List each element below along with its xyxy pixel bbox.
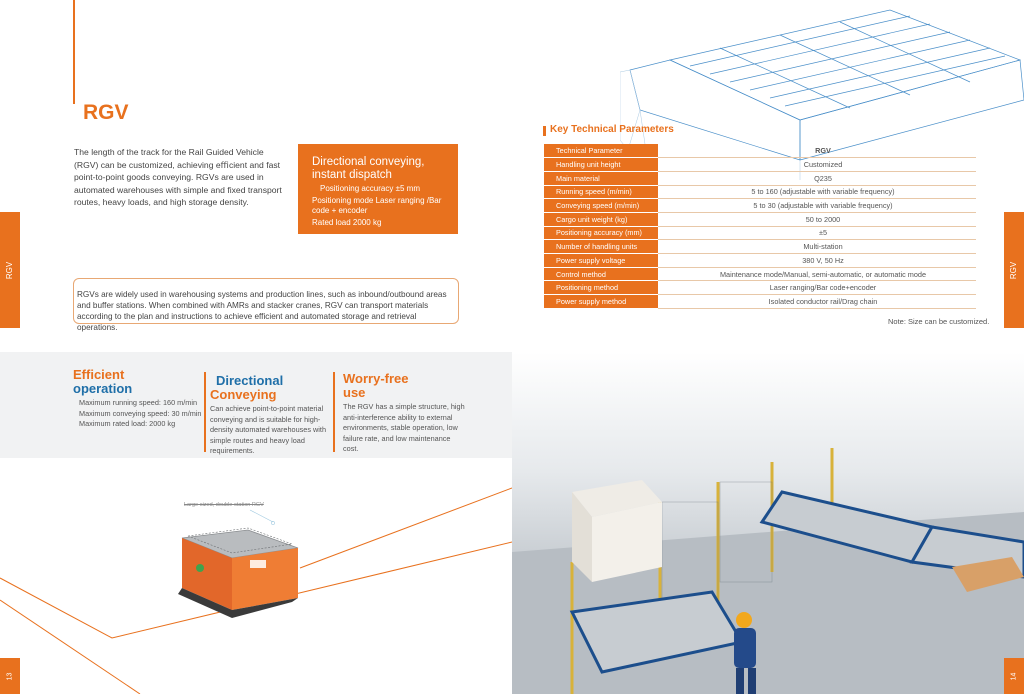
- highlight-line: Positioning accuracy ±5 mm: [320, 184, 420, 193]
- feature-body: Can achieve point-to-point material conv…: [210, 404, 327, 455]
- param-name: Power supply voltage: [544, 253, 658, 268]
- param-name: Main material: [544, 171, 658, 186]
- param-value: 50 to 2000: [658, 212, 976, 227]
- decor-line: [299, 487, 512, 569]
- tech-heading: Key Technical Parameters: [550, 124, 674, 135]
- highlight-line: Positioning mode Laser ranging /Bar code…: [312, 196, 442, 215]
- param-value: Laser ranging/Bar code+encoder: [658, 280, 976, 296]
- param-name: Conveying speed (m/min): [544, 198, 658, 213]
- param-name: Positioning method: [544, 280, 658, 296]
- callout-leader: [249, 509, 274, 523]
- page-title: RGV: [83, 101, 129, 124]
- page-number-label: 14: [1010, 672, 1018, 680]
- feature-title: Conveying: [210, 387, 277, 402]
- param-name: Technical Parameter: [544, 144, 658, 159]
- feature-body: The RGV has a simple structure, high ant…: [343, 402, 465, 453]
- feature-efficient: Efficient operation Maximum running spee…: [73, 368, 203, 430]
- highlight-box: Directional conveying, instant dispatch …: [298, 144, 458, 234]
- feature-directional: Directional Conveying Can achieve point-…: [210, 374, 332, 457]
- feature-title: use: [343, 385, 366, 400]
- callout-dot: [271, 521, 275, 525]
- rgv-vehicle: [178, 527, 299, 618]
- feature-title: Worry-free: [343, 371, 409, 386]
- feature-title: operation: [73, 381, 133, 396]
- feature-title: Directional: [216, 373, 284, 388]
- feature-divider: [204, 372, 206, 452]
- param-value: Isolated conductor rail/Drag chain: [658, 294, 976, 309]
- feature-title: Efficient: [73, 367, 125, 382]
- table-row: Cargo unit weight (kg)50 to 2000: [544, 212, 976, 227]
- feature-worry-free: Worry-free use The RGV has a simple stru…: [343, 372, 465, 455]
- feature-divider: [333, 372, 335, 452]
- param-value: 5 to 30 (adjustable with variable freque…: [658, 198, 976, 213]
- param-value: 5 to 160 (adjustable with variable frequ…: [658, 185, 976, 200]
- intro-paragraph: The length of the track for the Rail Gui…: [74, 147, 282, 207]
- warehouse-photo: [512, 352, 1024, 694]
- param-value: Maintenance mode/Manual, semi-automatic,…: [658, 267, 976, 282]
- page-number-left: 13: [0, 658, 20, 694]
- usage-box: RGVs are widely used in warehousing syst…: [73, 278, 459, 332]
- section-marker: [543, 126, 546, 136]
- feature-body: Maximum running speed: 160 m/min Maximum…: [79, 398, 202, 428]
- decor-line: [0, 541, 512, 639]
- tech-note: Note: Size can be customized.: [888, 317, 990, 326]
- param-name: Positioning accuracy (mm): [544, 226, 658, 241]
- features-band: [0, 352, 512, 458]
- param-value: Customized: [658, 157, 976, 172]
- table-row: Conveying speed (m/min)5 to 30 (adjustab…: [544, 198, 976, 213]
- param-name: Control method: [544, 267, 658, 282]
- param-name: Power supply method: [544, 294, 658, 309]
- decor-line: [0, 599, 141, 694]
- side-tab-label: RGV: [1009, 261, 1019, 279]
- rgv-callout-label: Large-sized, double-station RGV: [184, 502, 264, 508]
- decor-lines: [0, 487, 512, 694]
- table-row: Positioning accuracy (mm)±5: [544, 226, 976, 241]
- side-tab-left: RGV: [0, 212, 20, 328]
- param-value: 380 V, 50 Hz: [658, 253, 976, 268]
- side-tab-right: RGV: [1004, 212, 1024, 328]
- param-value: RGV: [658, 144, 976, 159]
- page-number-right: 14: [1004, 658, 1024, 694]
- param-value: Q235: [658, 171, 976, 186]
- param-name: Running speed (m/min): [544, 185, 658, 200]
- title-accent-line: [73, 0, 75, 104]
- param-name: Number of handling units: [544, 239, 658, 254]
- param-name: Cargo unit weight (kg): [544, 212, 658, 227]
- table-row: Running speed (m/min)5 to 160 (adjustabl…: [544, 185, 976, 200]
- side-tab-label: RGV: [5, 261, 15, 279]
- highlight-line: Rated load 2000 kg: [312, 218, 382, 227]
- param-name: Handling unit height: [544, 157, 658, 172]
- param-value: Multi-station: [658, 239, 976, 254]
- highlight-heading: Directional conveying, instant dispatch: [312, 156, 425, 181]
- param-value: ±5: [658, 226, 976, 241]
